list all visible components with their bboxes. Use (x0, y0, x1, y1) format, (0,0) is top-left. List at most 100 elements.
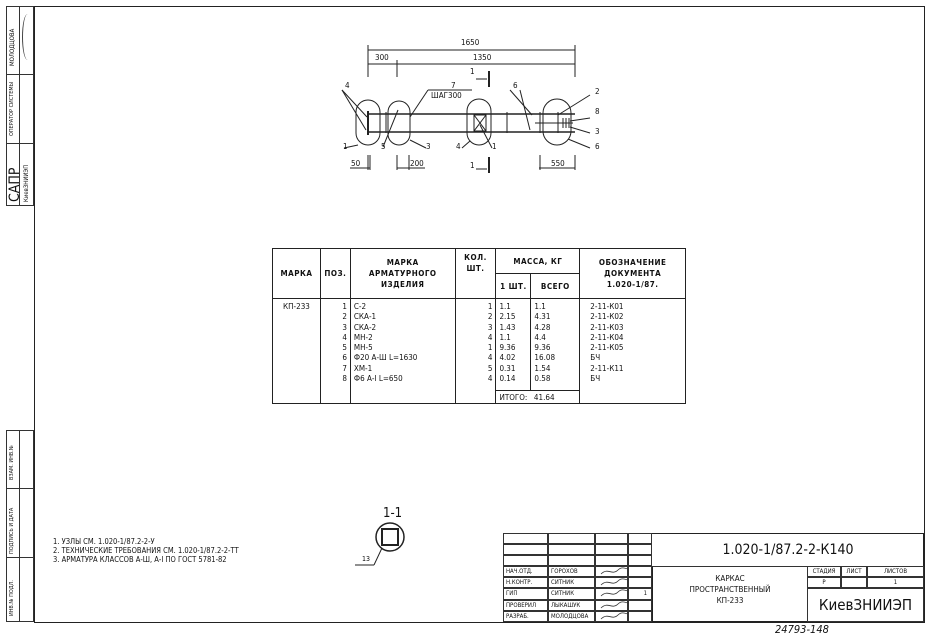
archive-number: 24793-148 (775, 623, 829, 636)
cell-doc: 2-11-К11 (590, 363, 624, 373)
document-code: 1.020-1/87.2-2-К140 (722, 541, 854, 558)
note: 2. ТЕХНИЧЕСКИЕ ТРЕБОВАНИЯ СМ. 1.020-1/87… (53, 546, 239, 555)
cell-qty: 3 (487, 322, 493, 332)
misc-cell (628, 577, 652, 589)
cell-total: 1.54 (534, 363, 551, 373)
cell-item: ХМ-1 (353, 363, 373, 373)
cell-qty: 5 (487, 363, 493, 373)
blank-cell (628, 533, 652, 544)
cell-item: МН-5 (353, 343, 373, 353)
cell-qty: 4 (487, 374, 493, 384)
dim-550: 550 (551, 159, 565, 168)
cell-item: СКА-1 (353, 312, 377, 322)
callout: 1 (492, 142, 497, 151)
cell-item: Ф20 А-Ш L=1630 (353, 353, 418, 363)
vzam-inv-label: ВЗАМ. ИНВ.№ (9, 445, 15, 480)
cell-qty: 1 (487, 343, 493, 353)
cell-doc: 2-11-К04 (590, 332, 624, 342)
header-qty: КОЛ.ШТ. (454, 248, 497, 299)
sheets-label: ЛИСТОВ (867, 566, 924, 577)
blank-cell (628, 555, 652, 566)
reinforcement-cage-drawing (341, 45, 591, 173)
dim-left: 300 (375, 53, 389, 62)
callout: 2 (595, 87, 600, 96)
note: 3. АРМАТУРА КЛАССОВ А-Ш, А-I ПО ГОСТ 578… (53, 555, 227, 564)
cell-doc: БЧ (590, 374, 601, 384)
organization: КиевЗНИИЭП (807, 588, 924, 622)
role-label: Н.КОНТР. (503, 577, 548, 589)
cell-pos: 8 (342, 374, 347, 384)
stage-label: СТАДИЯ (807, 566, 841, 577)
sheets-value: 1 (867, 577, 924, 588)
cell-total: 4.28 (534, 322, 551, 332)
role-label: РАЗРАБ. (503, 610, 548, 622)
callout: 1 (343, 142, 348, 151)
cell-one: 2.15 (499, 312, 516, 322)
cell-total: 4.4 (534, 332, 546, 342)
dim-50: 50 (351, 159, 361, 168)
operator-signature (22, 14, 33, 60)
misc-cell (628, 610, 652, 622)
cell-qty: 2 (487, 312, 493, 322)
cell-pos: 2 (342, 312, 347, 322)
blank-cell (503, 555, 548, 566)
blank-cell (595, 533, 628, 544)
sign-date-label: ПОДПИСЬ И ДАТА (9, 507, 15, 554)
cell-item: С-2 (353, 302, 367, 311)
callout: 7 (451, 81, 456, 90)
role-name: ЛЫКАШУК (548, 599, 595, 611)
dim-200: 200 (410, 159, 424, 168)
callout: 4 (345, 81, 350, 90)
drawing-frame (34, 6, 925, 623)
signature (595, 610, 628, 622)
section-callout: 13 (362, 555, 371, 563)
cell-doc: 2-11-К05 (590, 343, 624, 353)
dim-mid: 1350 (473, 53, 492, 62)
cell-qty: 4 (487, 353, 493, 363)
sheet-label: ЛИСТ (841, 566, 867, 577)
header-pos: ПОЗ. (319, 248, 351, 299)
misc-cell (628, 599, 652, 611)
operator-name: МОЛОДЦОВА (9, 28, 16, 66)
section-mark-bottom: 1 (470, 161, 475, 170)
total-label: ИТОГО: (495, 390, 531, 404)
stage-value: Р (807, 577, 841, 588)
cell-qty: 4 (487, 332, 493, 342)
cell-doc: 2-11-К02 (590, 312, 624, 322)
role-label: ПРОВЕРИЛ (503, 599, 548, 611)
role-label: ГИП (503, 588, 548, 600)
blank-cell (595, 555, 628, 566)
cell-doc: 2-11-К01 (590, 302, 624, 311)
role-name: МОЛОДЦОВА (548, 610, 595, 622)
cell-pos: 4 (342, 332, 347, 342)
cell-one: 1.1 (499, 302, 511, 311)
callout: 5 (381, 142, 386, 151)
cell-one: 0.31 (499, 363, 516, 373)
cell-pos: 3 (342, 322, 347, 332)
cell-one: 1.43 (499, 322, 516, 332)
operator-label: ОПЕРАТОР СИСТЕМЫ (9, 82, 15, 136)
step-label: ШАГ300 (431, 91, 462, 100)
signature (595, 599, 628, 611)
total-value: 41.64 (530, 390, 581, 404)
header-mark: МАРКА (272, 248, 321, 299)
signature (595, 566, 628, 578)
cell-total: 16.08 (534, 353, 556, 363)
sapr-org: КиевЗНИИЭП (23, 164, 30, 202)
misc-cell: 1 (628, 588, 652, 600)
cell-item: СКА-2 (353, 322, 377, 332)
section-view (355, 522, 405, 566)
blank-cell (548, 533, 595, 544)
dim-total: 1650 (461, 38, 480, 47)
blank-cell (503, 533, 548, 544)
cell-one: 9.36 (499, 343, 516, 353)
inv-orig-label: ИНВ.№ ПОДЛ. (9, 580, 15, 616)
